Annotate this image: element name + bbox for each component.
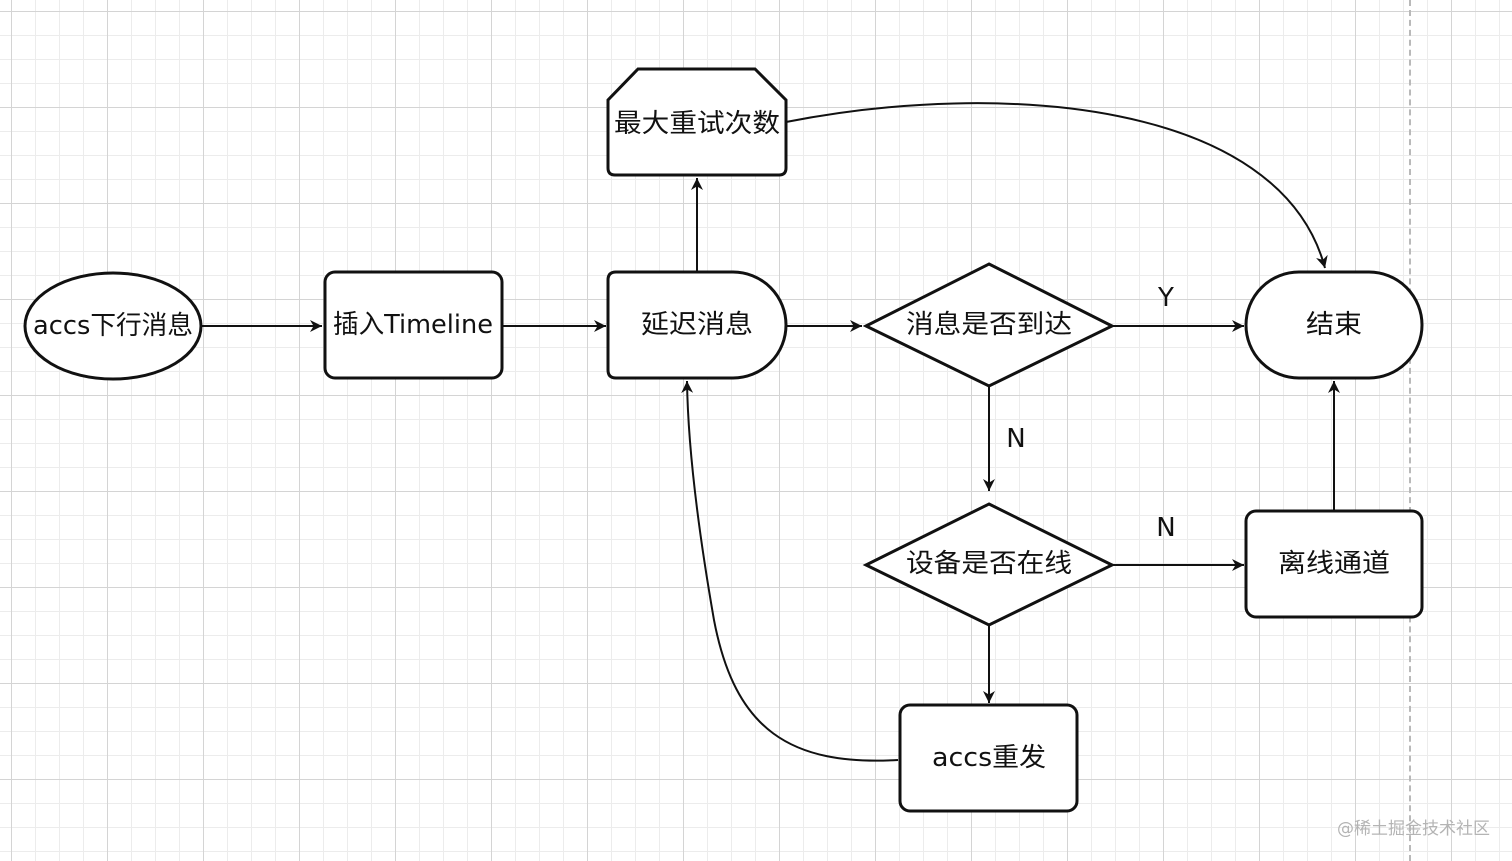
edge-max-retry-to-end[interactable]	[785, 102, 1328, 269]
loop-limit-shape	[606, 67, 788, 177]
node-label: accs下行消息	[33, 311, 193, 341]
node-insert-timeline[interactable]: 插入Timeline	[323, 270, 504, 380]
page-boundary-line	[1409, 0, 1411, 861]
node-label: 消息是否到达	[906, 310, 1072, 340]
node-arrived[interactable]: 消息是否到达	[862, 262, 1116, 388]
node-delay[interactable]: 延迟消息	[606, 270, 788, 380]
node-label: 离线通道	[1278, 549, 1390, 579]
delay-shape	[606, 270, 788, 380]
node-label: 设备是否在线	[906, 549, 1072, 579]
node-offline-channel[interactable]: 离线通道	[1244, 509, 1424, 619]
edge-label-online-no: N	[1156, 513, 1175, 543]
rounded-rect-shape	[898, 703, 1079, 813]
rounded-rect-shape	[1244, 509, 1424, 619]
edge-label-arrived-yes: Y	[1157, 283, 1174, 313]
rounded-rect-shape	[323, 270, 504, 380]
node-accs-down[interactable]: accs下行消息	[23, 271, 203, 381]
decision-shape	[862, 262, 1116, 388]
node-end[interactable]: 结束	[1244, 270, 1424, 380]
node-resend[interactable]: accs重发	[898, 703, 1079, 813]
node-label: 最大重试次数	[614, 109, 780, 139]
node-max-retry[interactable]: 最大重试次数	[606, 67, 788, 177]
node-online[interactable]: 设备是否在线	[862, 502, 1116, 627]
edge-resend-to-delay[interactable]	[681, 380, 899, 762]
node-label: 插入Timeline	[333, 310, 493, 340]
node-label: accs重发	[932, 743, 1046, 773]
edges	[201, 102, 1340, 762]
edge-label-arrived-no: N	[1006, 424, 1025, 454]
watermark-text: @稀土掘金技术社区	[1337, 819, 1490, 839]
terminator-shape	[1244, 270, 1424, 380]
ellipse-shape	[23, 271, 203, 381]
node-label: 延迟消息	[641, 310, 753, 340]
node-label: 结束	[1306, 310, 1362, 340]
decision-shape	[862, 502, 1116, 627]
